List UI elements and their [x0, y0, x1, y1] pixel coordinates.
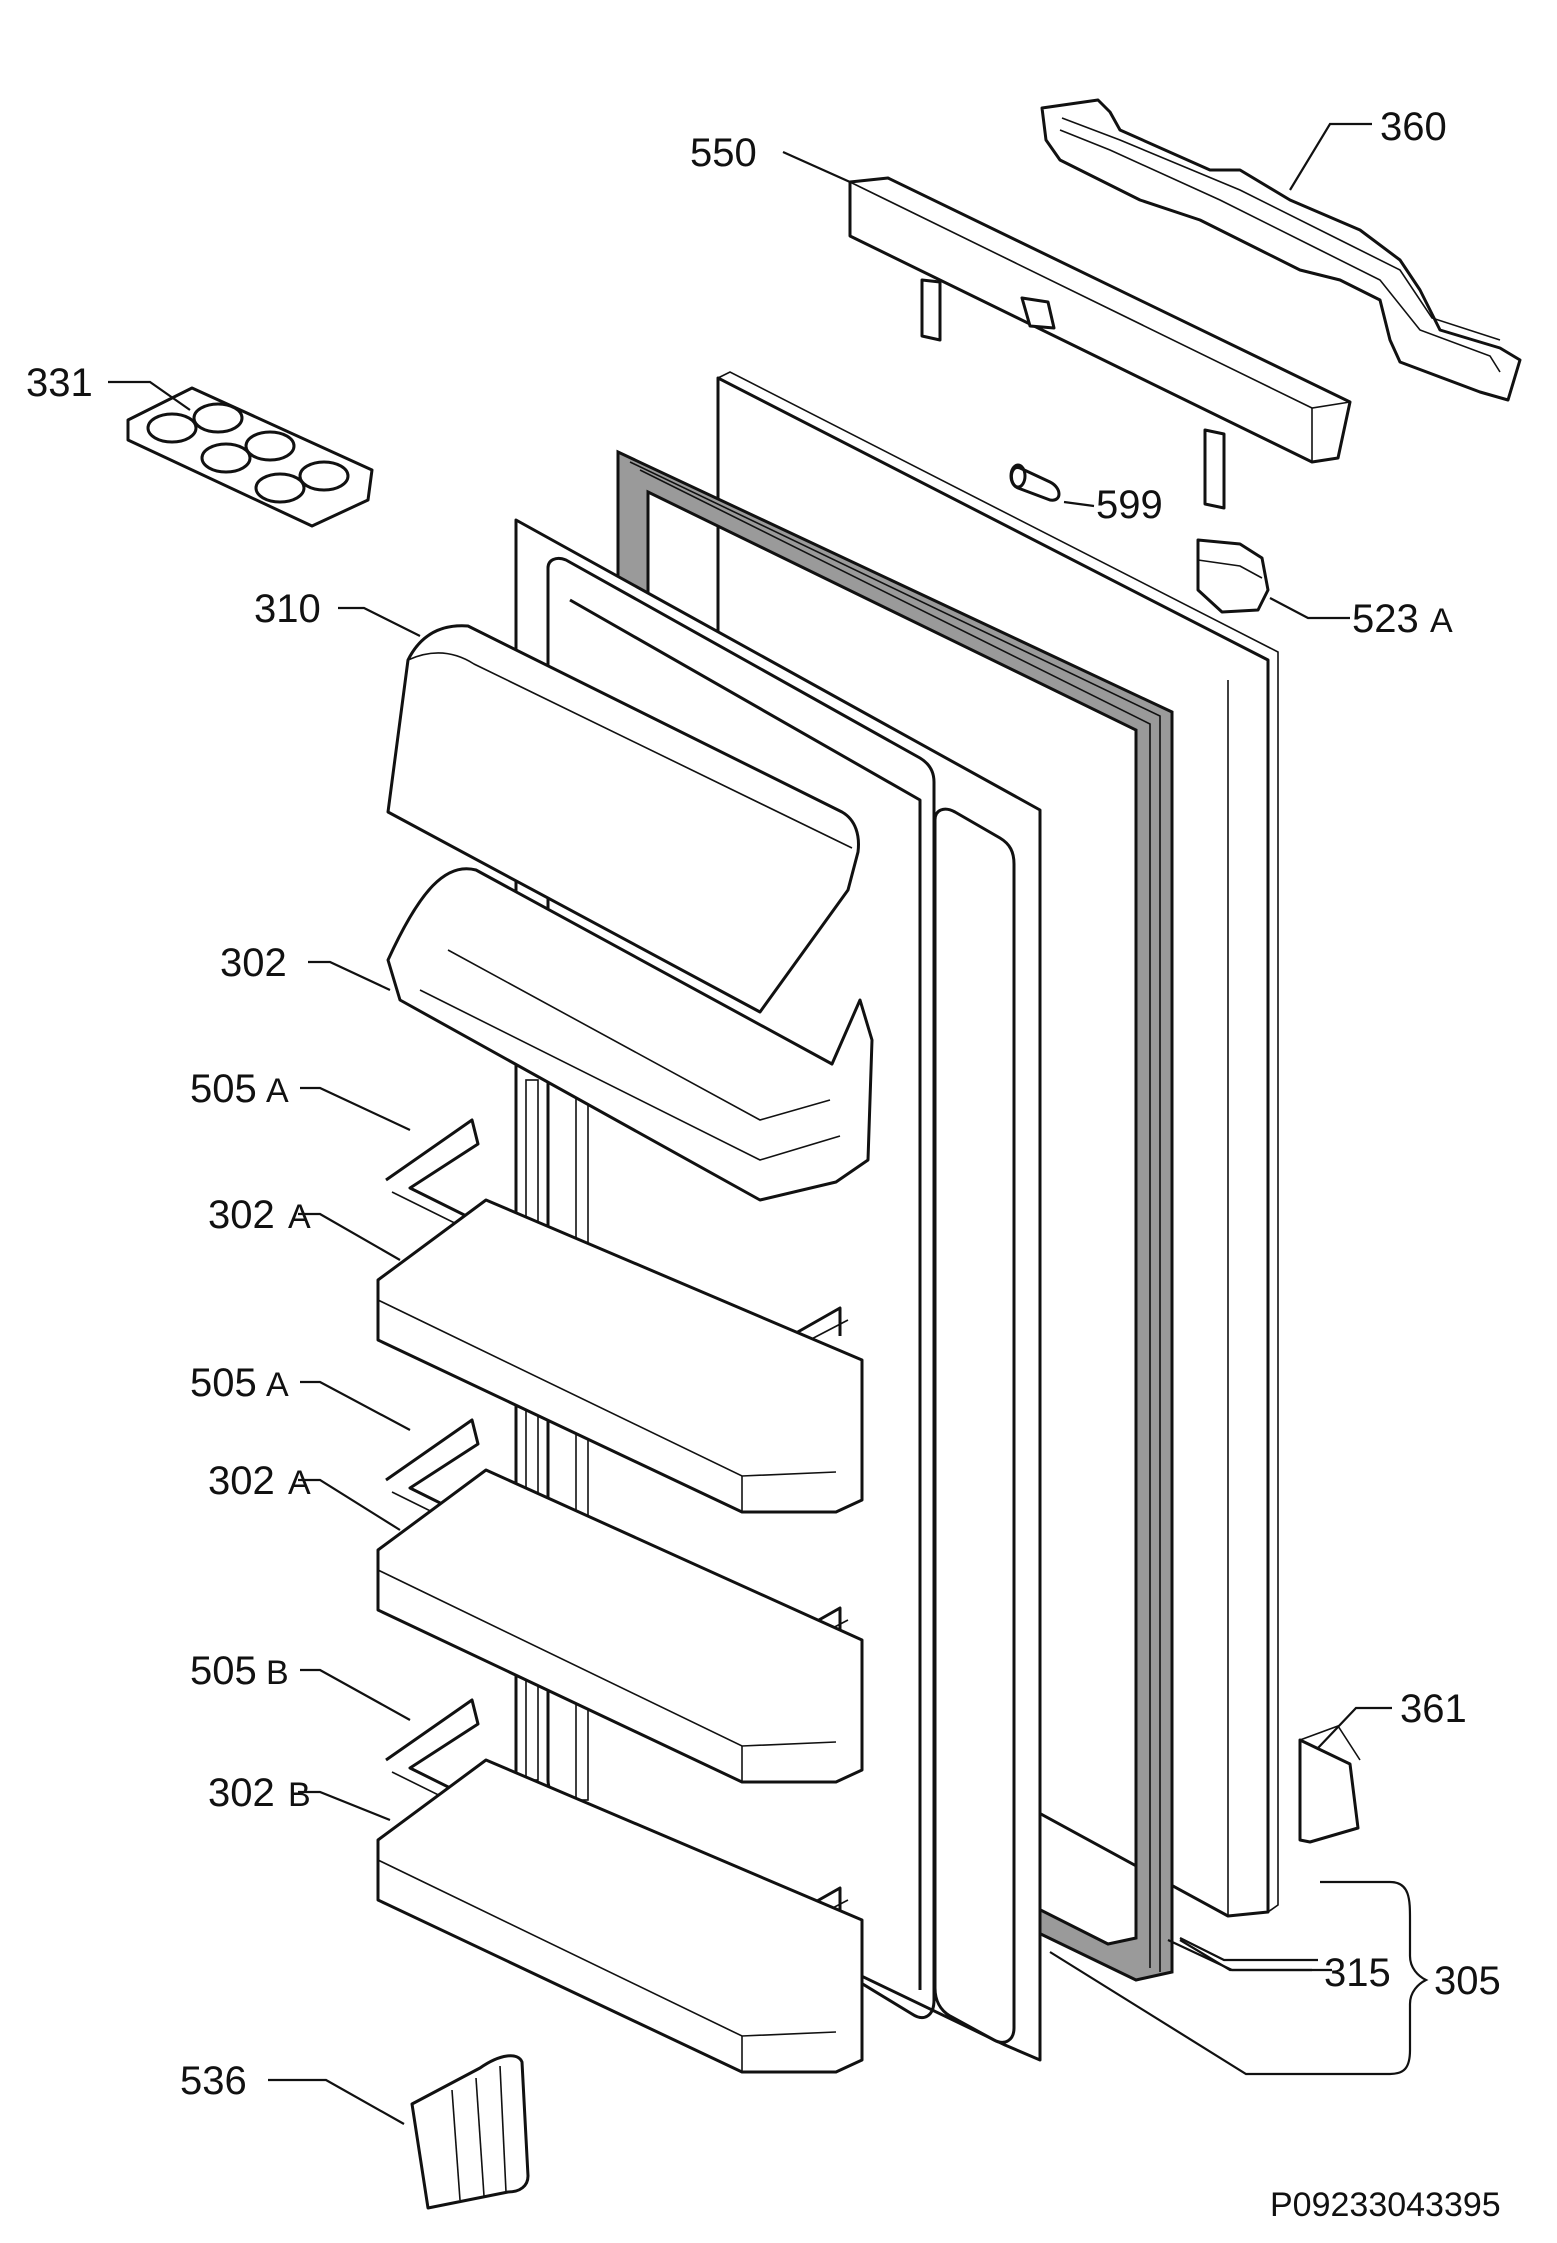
svg-text:315: 315 — [1324, 1951, 1391, 1995]
door-shelf-top — [386, 867, 874, 1202]
dairy-compartment — [386, 624, 860, 1014]
drawing-code: P09233043395 — [1270, 2186, 1501, 2224]
svg-text:361: 361 — [1400, 1687, 1467, 1731]
svg-text:302: 302 — [208, 1193, 275, 1237]
svg-text:A: A — [266, 1072, 289, 1110]
clip-part — [410, 2054, 530, 2210]
label-315: 315 — [1324, 1951, 1391, 1995]
leader-lines — [108, 122, 1429, 2125]
hinge-cover — [848, 176, 1352, 510]
svg-text:505: 505 — [190, 1361, 257, 1405]
label-302: 302 — [220, 941, 287, 985]
door-shelf-middle-1 — [376, 1198, 864, 1514]
svg-text:B: B — [266, 1654, 289, 1692]
label-310: 310 — [254, 587, 321, 631]
svg-text:A: A — [266, 1366, 289, 1404]
hinge-bracket — [1040, 98, 1522, 402]
pin — [1009, 463, 1061, 502]
door-shelf-bottom — [376, 1758, 864, 2074]
label-505b: 505 B — [190, 1649, 289, 1693]
svg-text:310: 310 — [254, 587, 321, 631]
svg-text:523: 523 — [1352, 597, 1419, 641]
svg-text:550: 550 — [690, 131, 757, 175]
svg-text:505: 505 — [190, 1067, 257, 1111]
svg-text:B: B — [288, 1776, 311, 1814]
label-302a-2: 302 A — [208, 1459, 311, 1503]
svg-text:A: A — [288, 1198, 311, 1236]
label-305: 305 — [1434, 1959, 1501, 2003]
label-599: 599 — [1096, 483, 1163, 527]
label-361: 361 — [1400, 1687, 1467, 1731]
svg-text:302: 302 — [220, 941, 287, 985]
label-360: 360 — [1380, 105, 1447, 149]
label-523a: 523 A — [1352, 597, 1453, 641]
label-331: 331 — [26, 361, 93, 405]
svg-text:302: 302 — [208, 1771, 275, 1815]
label-302a-1: 302 A — [208, 1193, 311, 1237]
hinge-cap — [1196, 538, 1270, 614]
label-505a-2: 505 A — [190, 1361, 289, 1405]
svg-text:305: 305 — [1434, 1959, 1501, 2003]
label-505a-1: 505 A — [190, 1067, 289, 1111]
svg-text:536: 536 — [180, 2059, 247, 2103]
svg-text:360: 360 — [1380, 105, 1447, 149]
svg-text:P09233043395: P09233043395 — [1270, 2186, 1501, 2224]
label-302b: 302 B — [208, 1771, 311, 1815]
svg-text:505: 505 — [190, 1649, 257, 1693]
svg-text:331: 331 — [26, 361, 93, 405]
svg-text:A: A — [1430, 602, 1453, 640]
corner-clip — [1298, 1725, 1361, 1844]
svg-text:302: 302 — [208, 1459, 275, 1503]
svg-text:599: 599 — [1096, 483, 1163, 527]
label-536: 536 — [180, 2059, 247, 2103]
label-550: 550 — [690, 131, 757, 175]
egg-tray — [126, 386, 374, 528]
door-shelf-middle-2 — [376, 1468, 864, 1784]
svg-text:A: A — [288, 1464, 311, 1502]
